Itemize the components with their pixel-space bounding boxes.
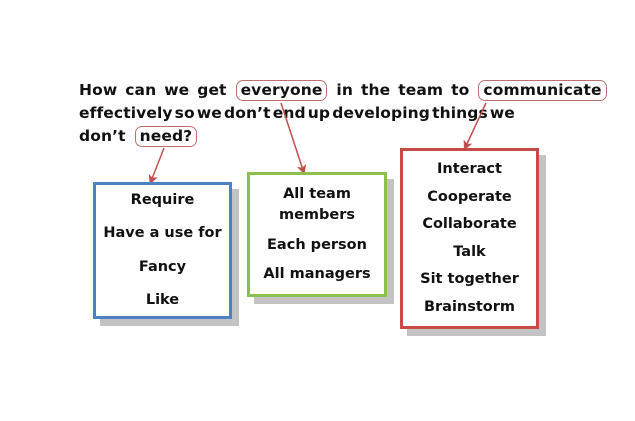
team-box[interactable]: All team members Each person All manager… [247, 172, 387, 297]
question-text-2: in the team to [328, 81, 478, 99]
list-item: Sit together [420, 271, 519, 287]
list-item: Cooperate [427, 188, 512, 205]
list-item: Require [130, 191, 195, 208]
list-item: Talk [453, 243, 486, 260]
question-word: up [307, 104, 331, 122]
list-item: Have a use for [103, 225, 222, 241]
question-text-3: don’t [79, 127, 134, 145]
question-line-2: effectively so we don’t end up developin… [79, 102, 515, 125]
question-word: developing [332, 104, 430, 122]
question-word: so [174, 104, 195, 122]
list-item: All team members [278, 185, 356, 224]
highlight-communicate[interactable]: communicate [478, 80, 607, 101]
arrow-need-to-require [148, 147, 165, 185]
question-word: we [196, 104, 222, 122]
list-item: Each person [267, 236, 367, 253]
list-item: Collaborate [422, 216, 517, 232]
list-item: Fancy [138, 258, 187, 275]
question-text-1: How can we get [79, 81, 235, 99]
question-word: end [272, 104, 306, 122]
list-item: Brainstorm [423, 298, 516, 315]
highlight-everyone[interactable]: everyone [235, 80, 328, 101]
question-word: things [432, 104, 488, 122]
question-word: we [489, 104, 515, 122]
question-word: don’t [224, 104, 271, 122]
requirement-box[interactable]: Require Have a use for Fancy Like [93, 182, 232, 319]
interaction-box[interactable]: Interact Cooperate Collaborate Talk Sit … [400, 148, 539, 329]
question-line-3: don’t need? [79, 125, 515, 148]
list-item: Interact [437, 161, 502, 177]
question-paragraph: How can we get everyone in the team to c… [79, 79, 607, 148]
question-line-1: How can we get everyone in the team to c… [79, 79, 607, 102]
list-item: Like [145, 292, 180, 308]
list-item: All managers [263, 266, 371, 282]
highlight-need[interactable]: need? [134, 126, 198, 147]
question-word: effectively [79, 104, 173, 122]
